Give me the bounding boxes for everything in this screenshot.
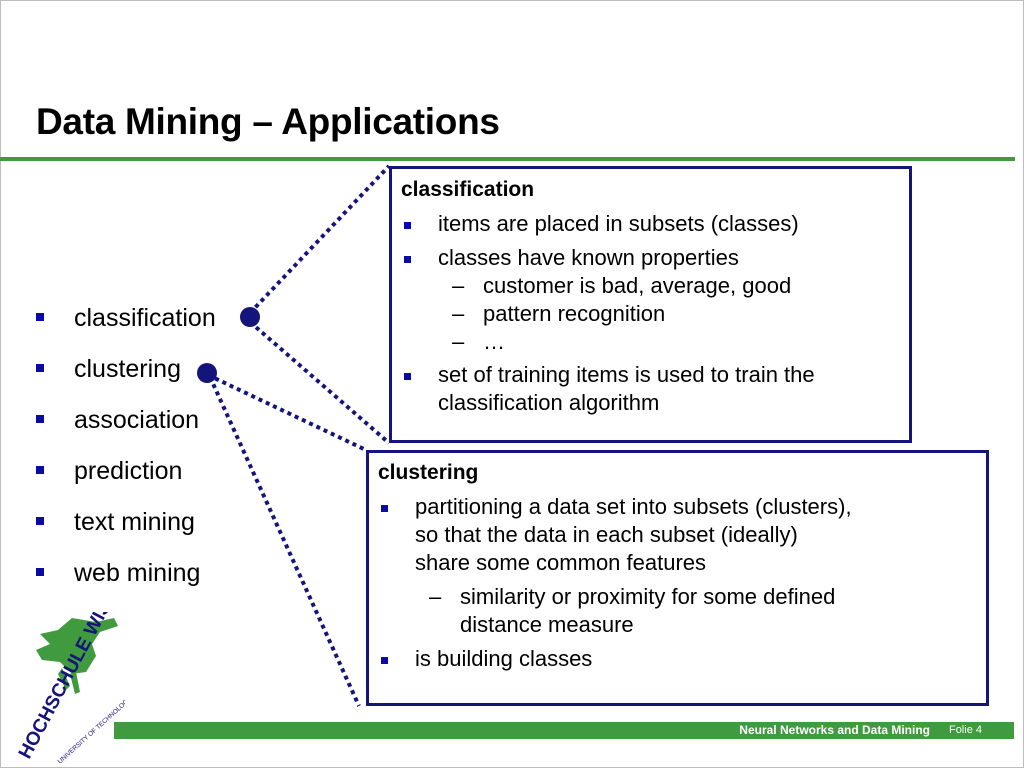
dash-bullet-icon: – bbox=[452, 273, 465, 298]
classification-bullet-3-line-1: set of training items is used to train t… bbox=[438, 362, 815, 387]
footer-bar: Neural Networks and Data Mining Folie 4 bbox=[114, 722, 1014, 739]
classification-anchor-dot bbox=[240, 307, 260, 327]
connector-clustering-bottom bbox=[208, 376, 361, 707]
classification-bullet-2: classes have known properties bbox=[438, 245, 739, 270]
connector-clustering-top bbox=[207, 373, 367, 452]
dash-bullet-icon: – bbox=[429, 584, 442, 609]
dash-bullet-icon: – bbox=[452, 329, 465, 354]
classification-sub-2: pattern recognition bbox=[483, 301, 666, 326]
square-bullet-icon bbox=[36, 466, 44, 474]
classification-bullet-1: items are placed in subsets (classes) bbox=[438, 211, 799, 236]
classification-box: classification items are placed in subse… bbox=[389, 166, 912, 443]
clustering-box: clustering partitioning a data set into … bbox=[366, 450, 989, 706]
square-bullet-icon bbox=[36, 364, 44, 372]
clustering-anchor-dot bbox=[197, 363, 217, 383]
square-bullet-icon bbox=[404, 373, 411, 380]
classification-sub-1: customer is bad, average, good bbox=[483, 273, 792, 298]
clustering-heading: clustering bbox=[378, 461, 479, 484]
square-bullet-icon bbox=[36, 313, 44, 321]
square-bullet-icon bbox=[404, 222, 411, 229]
classification-sub-3: … bbox=[483, 329, 505, 354]
square-bullet-icon bbox=[36, 517, 44, 525]
dash-bullet-icon: – bbox=[452, 301, 465, 326]
clustering-sub-1-line-2: distance measure bbox=[460, 612, 634, 637]
clustering-bullet-1-line-2: so that the data in each subset (ideally… bbox=[415, 522, 798, 547]
square-bullet-icon bbox=[381, 505, 388, 512]
clustering-bullet-1-line-1: partitioning a data set into subsets (cl… bbox=[415, 494, 852, 519]
classification-bullet-3-line-2: classification algorithm bbox=[438, 390, 660, 415]
title-underline bbox=[0, 157, 1015, 161]
hochschule-wismar-logo: HOCHSCHULE WISMAR UNIVERSITY OF TECHNOLO… bbox=[15, 612, 125, 765]
footer-slide-number: Folie 4 bbox=[948, 724, 982, 736]
square-bullet-icon bbox=[404, 256, 411, 263]
clustering-bullet-1-line-3: share some common features bbox=[415, 550, 707, 575]
classification-heading: classification bbox=[401, 178, 535, 201]
square-bullet-icon bbox=[381, 657, 388, 664]
square-bullet-icon bbox=[36, 568, 44, 576]
footer-course-title: Neural Networks and Data Mining bbox=[739, 723, 930, 737]
clustering-bullet-2: is building classes bbox=[415, 646, 593, 671]
square-bullet-icon bbox=[36, 415, 44, 423]
connector-classification-bottom bbox=[248, 320, 391, 445]
clustering-sub-1-line-1: similarity or proximity for some defined bbox=[460, 584, 836, 609]
connector-classification-top bbox=[248, 164, 391, 315]
slide-title: Data Mining – Applications bbox=[36, 101, 500, 142]
